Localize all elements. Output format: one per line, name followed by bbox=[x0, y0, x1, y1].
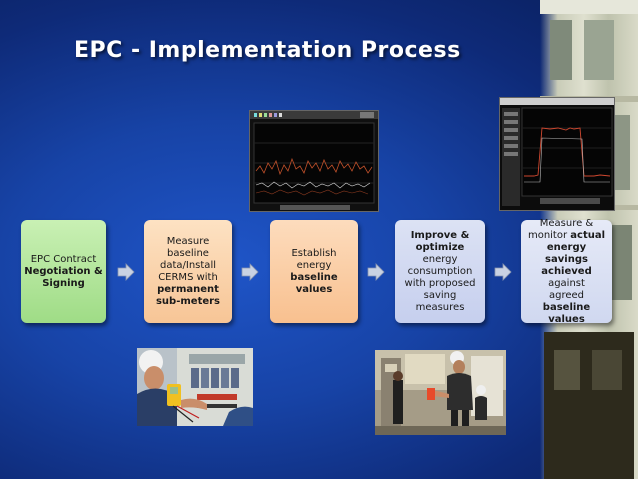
step-1-line: Negotiation & bbox=[24, 265, 103, 277]
step-3-line: energy bbox=[296, 259, 332, 271]
step-5-line: baseline bbox=[542, 301, 591, 313]
technician-photo-graphic bbox=[137, 348, 253, 426]
slide-title: EPC - Implementation Process bbox=[74, 38, 461, 63]
step-4-line: consumption bbox=[407, 265, 473, 277]
step-3-line: values bbox=[295, 283, 333, 295]
step-3-line: baseline bbox=[290, 271, 338, 283]
arrow-right-icon bbox=[494, 263, 512, 281]
step-2-line: data/Install bbox=[160, 259, 216, 271]
cerms-software-screenshot-1 bbox=[249, 110, 379, 212]
step-2-line: Measure bbox=[166, 235, 210, 247]
step-3-establish-baseline-box: Establish energy baseline values bbox=[270, 220, 358, 323]
step-4-line: Improve & bbox=[410, 229, 470, 241]
step-5-line-group: monitor actual bbox=[528, 230, 605, 242]
building-photo bbox=[540, 0, 638, 479]
step-2-line: permanent bbox=[157, 283, 219, 295]
step-5-line: monitor bbox=[527, 229, 571, 241]
step-4-line: with proposed bbox=[404, 277, 476, 289]
engineers-photo-graphic bbox=[375, 350, 506, 435]
step-2-line: baseline bbox=[167, 247, 209, 259]
step-4-improve-optimize-box: Improve & optimize energy consumption wi… bbox=[395, 220, 485, 323]
arrow-right-icon bbox=[241, 263, 259, 281]
step-1-line: Signing bbox=[42, 277, 85, 289]
step-5-line: energy savings bbox=[545, 241, 588, 265]
step-2-line: CERMS with bbox=[158, 271, 218, 283]
step-5-line: actual bbox=[570, 229, 606, 241]
engineers-site-photo bbox=[375, 350, 506, 435]
step-5-measure-monitor-box: Measure & monitor actual energy savings … bbox=[521, 217, 612, 325]
step-5-line: against bbox=[548, 277, 585, 289]
step-2-line: sub-meters bbox=[155, 295, 221, 307]
trend-graph-2 bbox=[500, 98, 614, 210]
step-5-line: Measure & bbox=[539, 217, 594, 229]
step-5-line: values bbox=[548, 313, 585, 325]
step-4-line: measures bbox=[415, 301, 465, 313]
step-4-line: saving bbox=[423, 289, 457, 301]
technician-meter-photo bbox=[137, 348, 253, 426]
trend-graph-1 bbox=[250, 111, 378, 211]
step-2-measure-baseline-box: Measure baseline data/Install CERMS with… bbox=[144, 220, 232, 323]
cerms-software-screenshot-2 bbox=[499, 97, 615, 211]
step-4-line: energy bbox=[422, 253, 458, 265]
arrow-right-icon bbox=[117, 263, 135, 281]
arrow-right-icon bbox=[367, 263, 385, 281]
step-4-line: optimize bbox=[415, 241, 465, 253]
step-5-line: agreed bbox=[548, 289, 585, 301]
step-1-contract-box: EPC Contract Negotiation & Signing bbox=[21, 220, 106, 323]
step-1-line: EPC Contract bbox=[30, 253, 97, 265]
step-5-line: achieved bbox=[541, 265, 592, 277]
step-3-line: Establish bbox=[291, 247, 337, 259]
